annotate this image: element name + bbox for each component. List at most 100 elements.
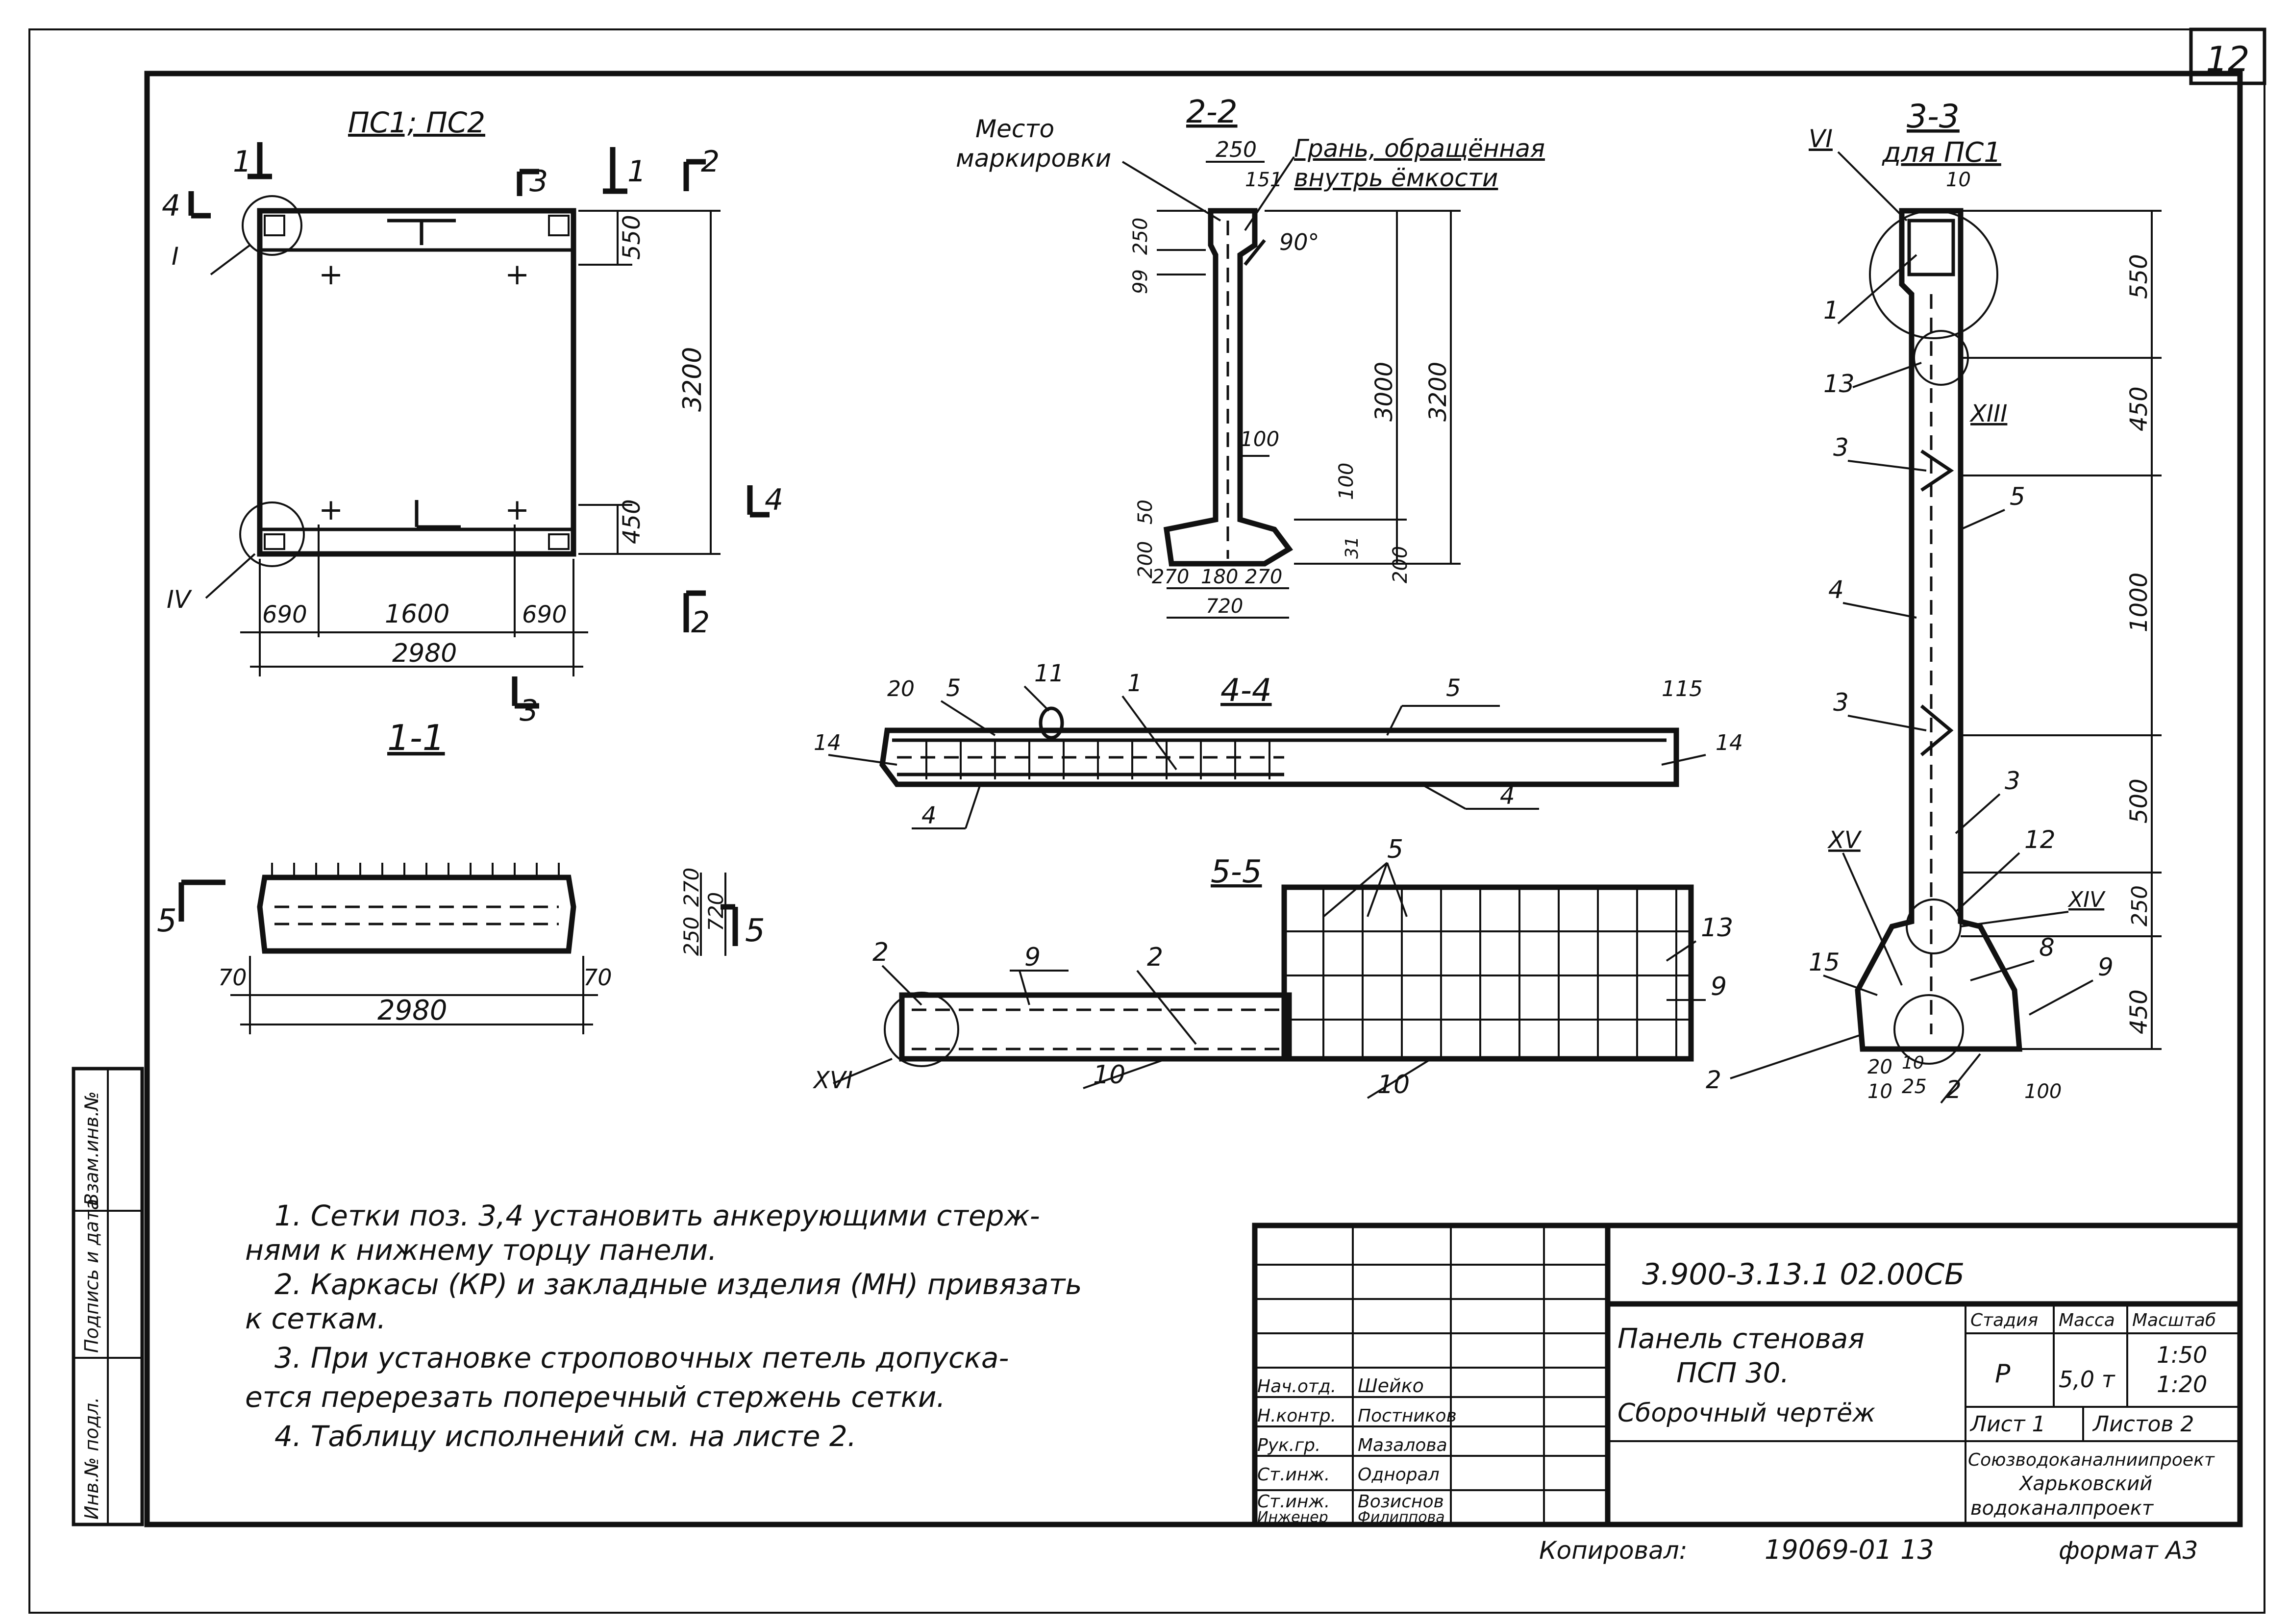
callout-label: 1 (1823, 296, 1839, 325)
cut-mark: 2 (701, 145, 720, 179)
side-stamp: Инв.№ подл. Подпись и дата Взам.инв.№ (72, 1067, 144, 1526)
dim-label: 500 (2125, 778, 2153, 824)
callout-label: 8 (2039, 933, 2055, 962)
dim-label: 200 (1134, 541, 1157, 578)
dim-label: 690 (522, 601, 567, 628)
person-name: Филиппова (1358, 1509, 1445, 1526)
note-line: нями к нижнему торцу панели. (245, 1233, 717, 1267)
view-2-2: 2-2 Место маркировки Грань, обращённая в… (956, 94, 1545, 619)
stamp-signature-date: Подпись и дата (81, 1199, 102, 1353)
callout-label: VI (1809, 125, 1833, 153)
view-title: 4-4 (1220, 673, 1272, 709)
section-outline (1163, 208, 1294, 567)
view-5-elevation: 5 5 270 250 720 70 70 2980 (157, 863, 765, 1034)
dim-label: 20 (1867, 1056, 1892, 1078)
dim-label: 151 (1245, 169, 1282, 191)
role: Ст.инж. (1257, 1492, 1330, 1512)
dim-label: 2980 (377, 995, 448, 1026)
dim-label: 270 (1245, 566, 1282, 588)
dim-label: 70 (218, 964, 247, 991)
dim-label: 250 (1129, 218, 1152, 255)
role: Рук.гр. (1257, 1435, 1320, 1455)
section-outline (1855, 208, 2022, 1052)
sheet-label: Лист 1 (1969, 1412, 2045, 1437)
cut-mark: 3 (520, 694, 538, 728)
dim-label: 3200 (1424, 362, 1452, 422)
callout-label: XIII (1969, 400, 2007, 427)
cut-mark: 5 (157, 903, 177, 939)
general-notes: 1. Сетки поз. 3,4 установить анкерующими… (245, 1199, 1082, 1453)
view-title: 2-2 (1186, 94, 1238, 130)
callout-label: XVI (812, 1067, 853, 1094)
callout-label: 4 (921, 802, 937, 829)
callout-label: 13 (1823, 370, 1855, 398)
person-name: Мазалова (1358, 1435, 1447, 1455)
copy-number: 19069-01 13 (1765, 1534, 1934, 1565)
dim-label: 10 (1902, 1053, 1924, 1073)
dim-label: 250 (1216, 137, 1257, 162)
cut-mark: 4 (765, 483, 783, 517)
lift-mark: + (505, 257, 529, 292)
format-label: формат А3 (2059, 1536, 2198, 1565)
dim-label: 50 (1134, 500, 1157, 525)
stamp-replaced-inv: Взам.инв.№ (81, 1091, 102, 1206)
doc-name: Панель стеновая (1617, 1323, 1865, 1355)
callout-label: 4 (1500, 782, 1515, 810)
view-pc-label: ПС1; ПС2 (348, 106, 485, 139)
person-name: Постников (1358, 1406, 1457, 1426)
callout-label: 10 (1867, 1080, 1892, 1103)
dim-label: 720 (704, 892, 728, 931)
note-line: 3. При установке строповочных петель доп… (274, 1341, 1009, 1374)
dim-label: 550 (618, 215, 646, 260)
mass-value: 5,0 т (2059, 1366, 2115, 1393)
panel-outline (257, 208, 576, 557)
callout-label: 14 (1716, 730, 1743, 755)
dim-label: 270 (1152, 566, 1189, 588)
dim-label: 270 (679, 868, 703, 907)
person-name: Возиснов (1358, 1492, 1444, 1512)
title-block: 3.900-3.13.1 02.00СБ Панель стеновая ПСП… (1252, 1223, 2243, 1527)
header-scale: Масштаб (2132, 1310, 2216, 1330)
note-marking: Место (975, 115, 1054, 143)
view-4-4: 4-4 20 5 11 1 5 115 14 14 4 4 (814, 660, 1743, 829)
callout-label: 20 (887, 676, 915, 701)
dim-label: 250 (2127, 885, 2152, 926)
view-1-1: ПС1; ПС2 + + + + I IV 4 1 3 1 2 4 2 3 (162, 106, 783, 758)
callout-label: 13 (1701, 913, 1733, 943)
dim-label: 90° (1279, 229, 1319, 255)
cut-mark: 1 (627, 154, 646, 189)
role: Ст.инж. (1257, 1465, 1330, 1485)
note-line: к сеткам. (245, 1302, 386, 1335)
role: Н.контр. (1257, 1406, 1336, 1426)
doc-code: 3.900-3.13.1 02.00СБ (1642, 1257, 1965, 1292)
callout-label: 4 (1828, 575, 1844, 604)
dim-label: 690 (262, 601, 307, 628)
dim-label: 10 (1946, 169, 1971, 191)
callout-label: 9 (1711, 972, 1727, 1001)
callout-label: 9 (1024, 943, 1041, 972)
dim-label: 3200 (678, 347, 707, 412)
callout-circle-XIV (1906, 899, 1962, 954)
lift-mark: + (505, 493, 529, 527)
callout-label: 5 (946, 675, 961, 702)
dim-label: 100 (1240, 427, 1279, 451)
header-mass: Масса (2059, 1310, 2115, 1330)
dim-label: 100 (2024, 1080, 2062, 1103)
header-stage: Стадия (1970, 1310, 2038, 1330)
org-line: водоканалпроект (1970, 1497, 2154, 1520)
view-title: 1-1 (387, 717, 445, 758)
callout-label: 15 (1809, 948, 1840, 976)
dim-label: 3000 (1370, 362, 1398, 422)
view-3-3: 3-3 для ПС1 VI 1 13 XIII 3 5 4 3 3 XV 12… (1706, 98, 2162, 1104)
note-line: 2. Каркасы (КР) и закладные изделия (МН)… (274, 1268, 1082, 1301)
sheet-number-box (2189, 27, 2266, 85)
lift-mark: + (319, 257, 343, 292)
cut-mark: 3 (529, 164, 548, 199)
dim-label: 1600 (385, 600, 449, 629)
callout-circle-VI (1869, 210, 1998, 339)
outer-trim-line (28, 28, 2265, 1614)
callout-label: 1 (1127, 670, 1143, 697)
callout-label: 9 (2098, 953, 2114, 981)
callout-label: 12 (2024, 825, 2056, 854)
person-name: Однорал (1358, 1465, 1440, 1485)
